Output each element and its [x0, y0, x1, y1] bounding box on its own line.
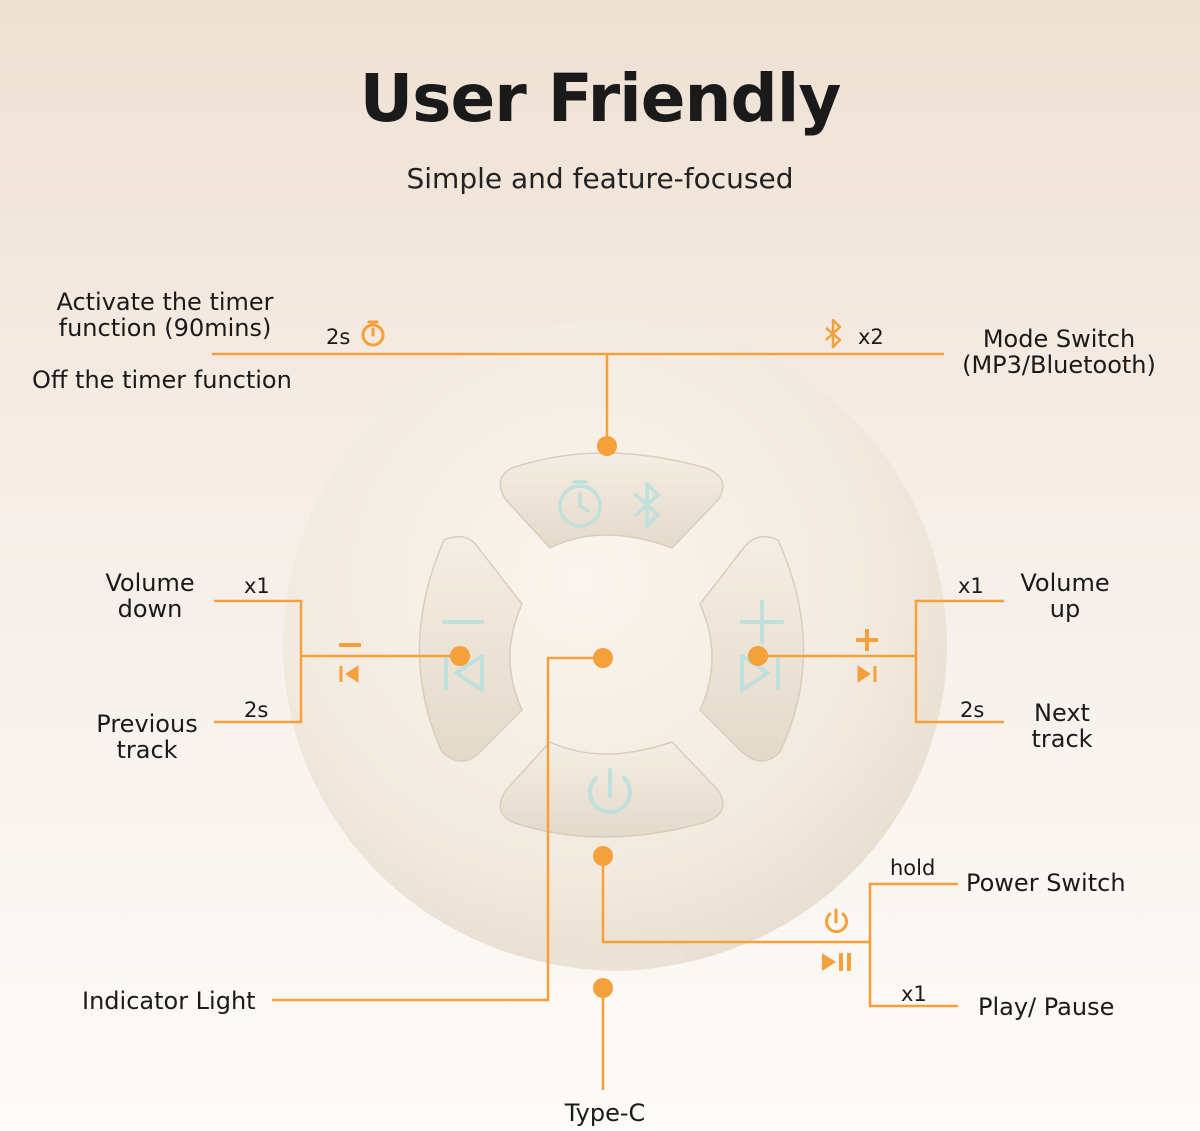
volume-up-label: Volume up	[1020, 569, 1110, 623]
volume-up-press-label: x1	[958, 574, 984, 598]
power-button[interactable]	[499, 741, 724, 838]
page-subtitle: Simple and feature-focused	[406, 162, 794, 195]
play-pause-label: Play/ Pause	[978, 993, 1115, 1021]
plus-icon	[740, 600, 784, 644]
type-c-label: Type-C	[564, 1099, 646, 1127]
indicator-light-dot	[593, 648, 613, 668]
next-track-icon	[857, 665, 877, 683]
power-callout-dot	[593, 846, 613, 866]
timer-callout-dot	[597, 436, 617, 456]
bluetooth-icon	[825, 318, 842, 349]
power-switch-label: Power Switch	[966, 869, 1126, 897]
volume-down-callout-dot	[450, 646, 470, 666]
timer-bluetooth-button[interactable]	[499, 452, 724, 549]
timer-icon	[361, 320, 385, 347]
timer-off-label: Off the timer function	[32, 366, 292, 394]
power-hold-label: hold	[890, 856, 936, 880]
indicator-light-label: Indicator Light	[82, 987, 256, 1015]
device-body	[283, 320, 947, 970]
previous-track-label: Previous track	[96, 710, 198, 764]
volume-down-label: Volume down	[105, 569, 195, 623]
bluetooth-press-label: x2	[858, 325, 884, 349]
plus-icon	[856, 629, 878, 651]
timer-hold-label: 2s	[326, 325, 351, 349]
next-hold-label: 2s	[960, 698, 985, 722]
timer-on-label: Activate the timer function (90mins)	[56, 288, 274, 342]
volume-up-callout-dot	[748, 646, 768, 666]
previous-hold-label: 2s	[244, 698, 269, 722]
device-bottom-lip	[545, 939, 685, 971]
mode-switch-label: Mode Switch (MP3/Bluetooth)	[962, 325, 1156, 379]
previous-track-icon	[444, 654, 484, 692]
volume-down-previous-button[interactable]	[418, 535, 523, 762]
power-icon	[588, 768, 632, 815]
power-icon	[825, 908, 848, 934]
play-pause-icon	[822, 953, 851, 971]
page-title: User Friendly	[359, 60, 842, 137]
previous-track-icon	[339, 665, 359, 683]
type-c-dot	[593, 978, 613, 998]
play-press-label: x1	[901, 982, 927, 1006]
timer-icon	[558, 480, 602, 528]
next-track-label: Next track	[1031, 699, 1093, 753]
volume-down-press-label: x1	[244, 574, 270, 598]
bluetooth-icon	[634, 482, 660, 528]
